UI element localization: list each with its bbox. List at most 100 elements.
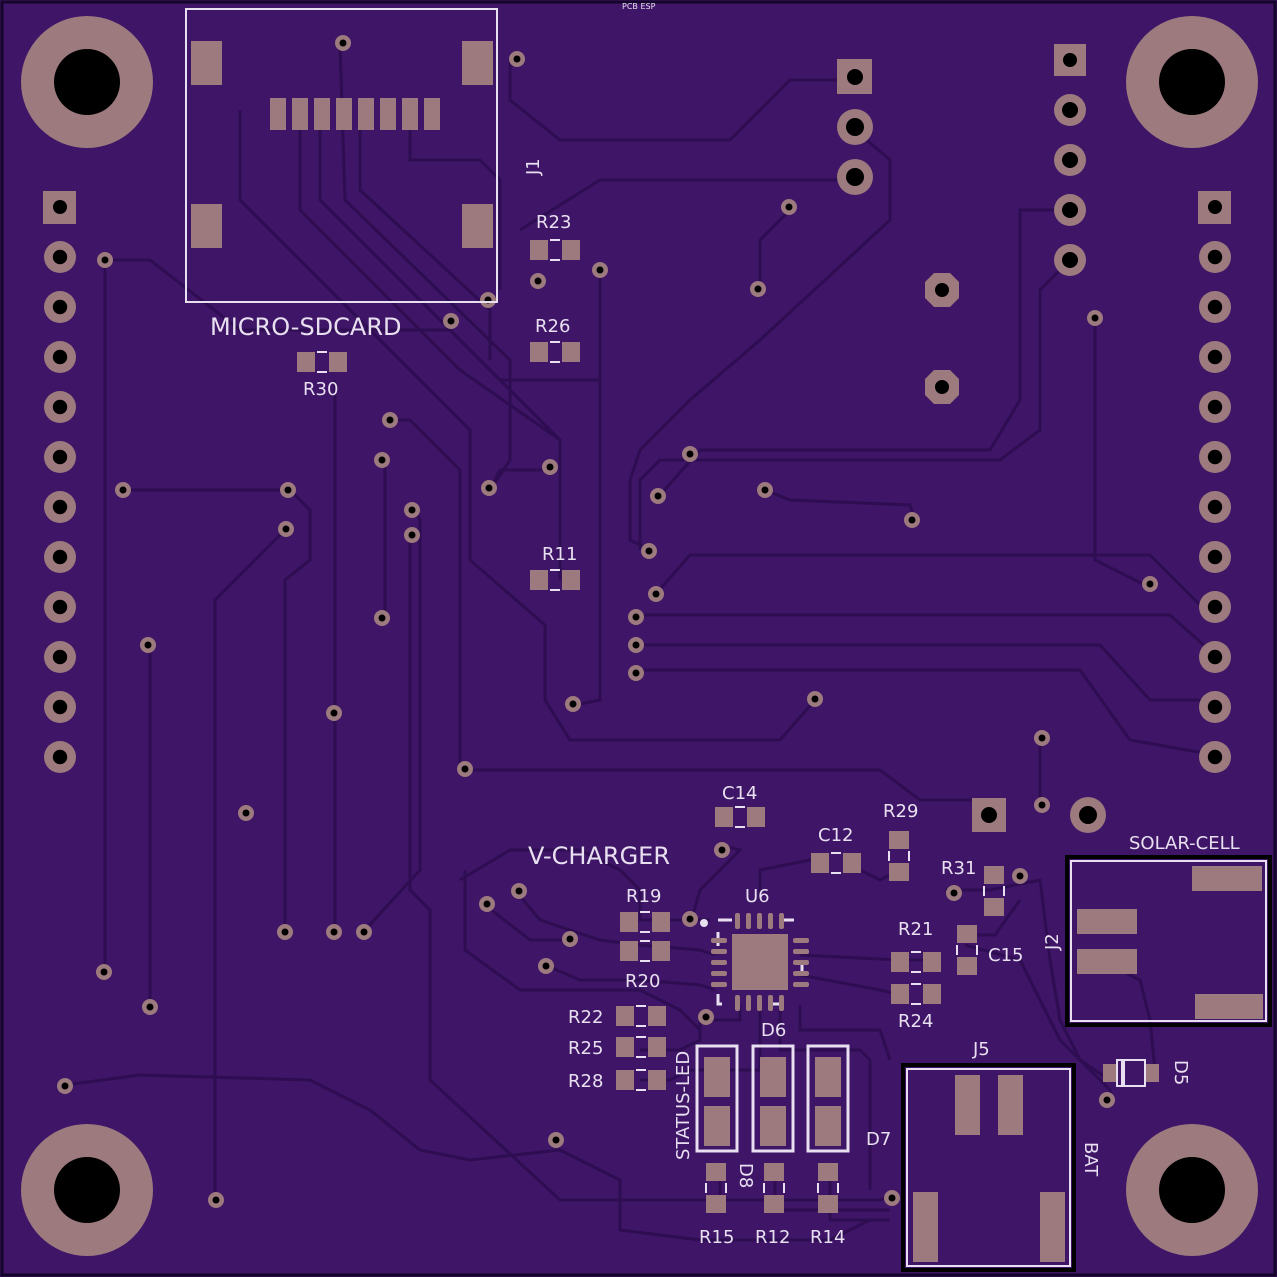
label-r15: R15 xyxy=(699,1227,734,1248)
via-hole xyxy=(702,1013,710,1021)
status-leds xyxy=(695,1044,850,1153)
solar-connector xyxy=(1065,855,1272,1027)
drill-hole xyxy=(52,549,68,565)
qfn-pad xyxy=(793,982,809,987)
via-hole xyxy=(1038,734,1046,742)
sd-pin-pad xyxy=(424,98,440,130)
battery-connector xyxy=(901,1063,1076,1272)
sd-pin-pad xyxy=(402,98,418,130)
octagonal-pads xyxy=(925,273,959,404)
via-hole xyxy=(242,809,250,817)
label-status-led: STATUS-LED xyxy=(673,1051,694,1160)
via-hole xyxy=(761,486,769,494)
label-bat: BAT xyxy=(1080,1142,1101,1177)
smd-pad xyxy=(818,1163,838,1181)
drill-hole xyxy=(52,249,68,265)
via-hole xyxy=(378,456,386,464)
via-hole xyxy=(652,590,660,598)
drill-hole xyxy=(52,649,68,665)
via-hole xyxy=(284,486,292,494)
label-c15: C15 xyxy=(988,945,1023,966)
smd-pad xyxy=(652,941,670,961)
via-hole xyxy=(632,613,640,621)
qfn-pad xyxy=(711,982,727,987)
qfn-pad xyxy=(711,938,727,943)
smd-pad xyxy=(652,912,670,932)
via-hole xyxy=(360,928,368,936)
smd-pad xyxy=(811,853,829,873)
drill-hole xyxy=(1207,699,1223,715)
smd-pad xyxy=(984,866,1004,884)
smd-part xyxy=(817,1163,839,1213)
drill-hole xyxy=(52,599,68,615)
label-solar-cell: SOLAR-CELL xyxy=(1129,833,1240,854)
smd-components xyxy=(297,239,1005,1213)
mounting-hole-bottom-right xyxy=(1126,1124,1258,1256)
smd-part xyxy=(888,831,910,881)
drill-hole xyxy=(1207,349,1223,365)
label-c14: C14 xyxy=(722,783,757,804)
smd-pad xyxy=(889,863,909,881)
via-hole xyxy=(408,531,416,539)
sd-pin-pad xyxy=(358,98,374,130)
qfn-pad xyxy=(779,913,784,929)
smd-pad xyxy=(620,941,638,961)
via-hole xyxy=(542,962,550,970)
smd-part xyxy=(616,1036,666,1058)
qfn-pad xyxy=(746,913,751,929)
drill-hole xyxy=(1207,249,1223,265)
label-j1: J1 xyxy=(523,158,544,176)
label-d8: D8 xyxy=(735,1163,756,1188)
via-hole xyxy=(552,1136,560,1144)
mounting-hole-bottom-left xyxy=(21,1124,153,1256)
via-hole xyxy=(513,55,521,63)
label-top-tiny: PCB ESP xyxy=(622,2,656,11)
qfn-pad xyxy=(711,971,727,976)
drill-hole xyxy=(1207,499,1223,515)
via-hole xyxy=(908,516,916,524)
header-top-center xyxy=(837,59,873,195)
via-hole xyxy=(566,935,574,943)
via-hole xyxy=(282,525,290,533)
label-r21: R21 xyxy=(898,919,933,940)
smd-pad xyxy=(706,1195,726,1213)
solar-pads xyxy=(972,797,1106,833)
smd-part xyxy=(891,983,941,1005)
drill-hole xyxy=(1207,399,1223,415)
via-hole xyxy=(119,486,127,494)
smd-pad xyxy=(891,984,909,1004)
smd-pad xyxy=(616,1070,634,1090)
smd-part xyxy=(620,940,670,962)
smd-pad xyxy=(530,240,548,260)
label-r29: R29 xyxy=(883,801,918,822)
smd-part xyxy=(620,911,670,933)
header-top-right xyxy=(1054,44,1086,276)
via-hole xyxy=(386,416,394,424)
smd-pad xyxy=(648,1006,666,1026)
qfn-pad xyxy=(711,960,727,965)
via-hole xyxy=(632,669,640,677)
label-c12: C12 xyxy=(818,825,853,846)
smd-part xyxy=(983,866,1005,916)
drill-hole xyxy=(1207,749,1223,765)
drill-hole xyxy=(52,749,68,765)
drill-hole xyxy=(1207,549,1223,565)
silkscreen: PCB ESP J1 MICRO-SDCARD R23 R26 R30 R11 … xyxy=(210,2,1240,1248)
smd-pad xyxy=(562,570,580,590)
label-micro-sdcard: MICRO-SDCARD xyxy=(210,313,401,341)
via-hole xyxy=(61,1082,69,1090)
sd-pin-pad xyxy=(292,98,308,130)
smd-pad xyxy=(620,912,638,932)
via-hole xyxy=(718,846,726,854)
smd-pad xyxy=(530,570,548,590)
smd-pad xyxy=(747,807,765,827)
sd-pin-pad xyxy=(380,98,396,130)
label-r12: R12 xyxy=(755,1227,790,1248)
smd-pad xyxy=(562,240,580,260)
via-hole xyxy=(1038,801,1046,809)
header-left xyxy=(43,191,76,773)
smd-pad xyxy=(648,1037,666,1057)
label-d5: D5 xyxy=(1170,1060,1191,1085)
drill-hole xyxy=(52,299,68,315)
via-hole xyxy=(447,317,455,325)
